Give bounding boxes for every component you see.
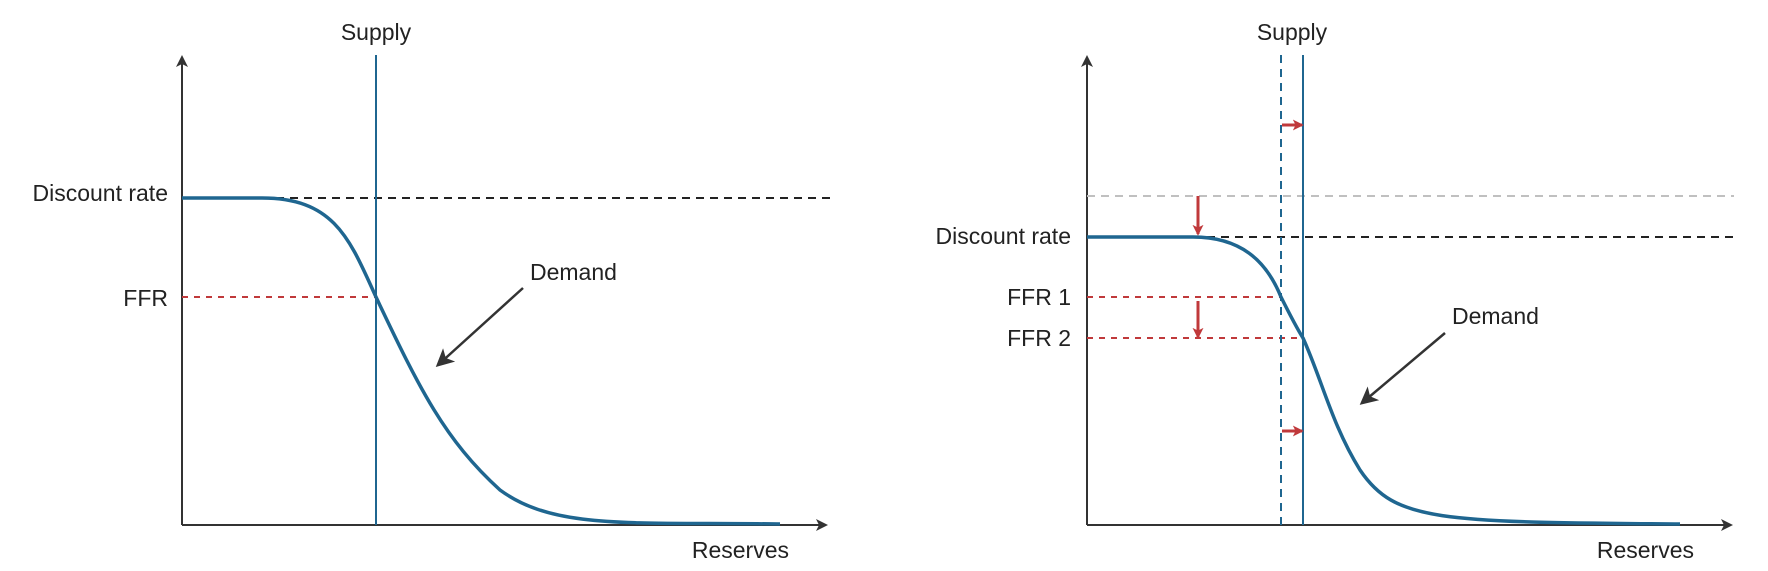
right-demand-arrow — [1359, 332, 1446, 405]
right-supply-label: Supply — [1257, 19, 1328, 45]
left-demand-label: Demand — [530, 259, 617, 285]
right-ffr2-label: FFR 2 — [1007, 325, 1071, 351]
left-x-axis-label: Reserves — [692, 537, 789, 563]
left-discount-rate-label: Discount rate — [32, 180, 168, 206]
right-x-axis-label: Reserves — [1597, 537, 1694, 563]
right-panel: Supply Discount rate FFR 1 FFR 2 Demand … — [935, 19, 1734, 563]
right-demand-curve — [1087, 235, 1681, 526]
right-discount-rate-label: Discount rate — [935, 223, 1071, 249]
right-ffr1-label: FFR 1 — [1007, 284, 1071, 310]
left-demand-arrow — [435, 287, 524, 368]
left-panel: Supply Discount rate FFR Demand Reserves — [32, 19, 830, 563]
left-demand-curve — [182, 196, 781, 526]
left-ffr-label: FFR — [123, 285, 168, 311]
left-supply-label: Supply — [341, 19, 412, 45]
right-demand-label: Demand — [1452, 303, 1539, 329]
